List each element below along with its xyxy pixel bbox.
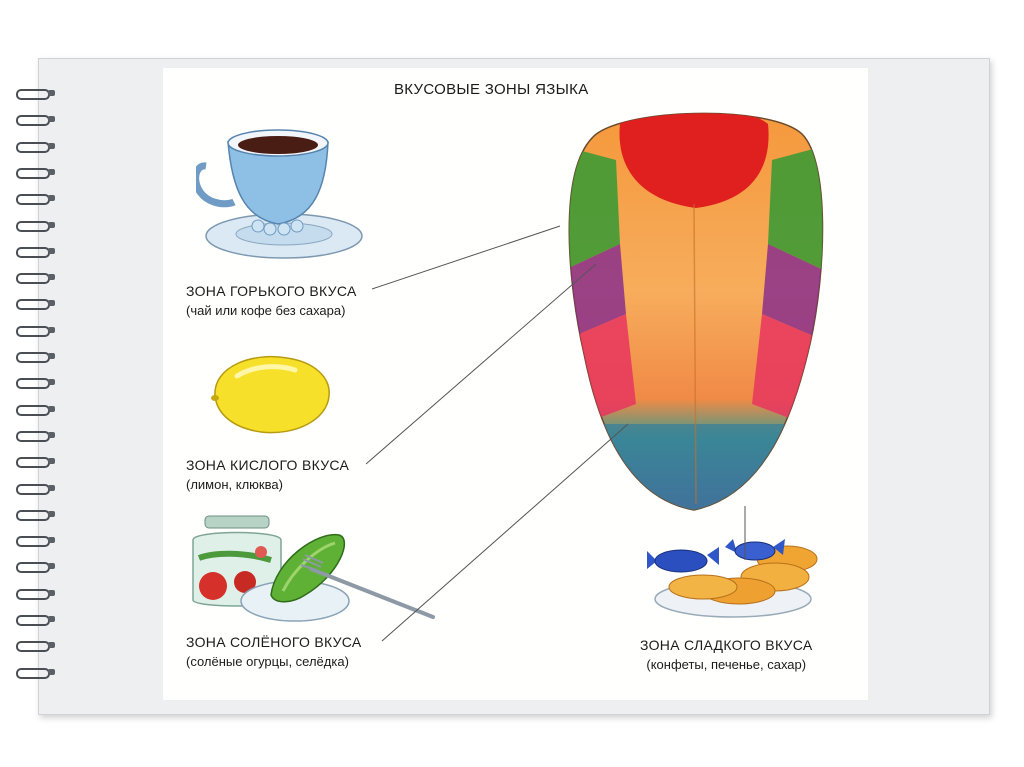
spiral-ring — [12, 377, 58, 390]
zone-salty-heading: ЗОНА СОЛЁНОГО ВКУСА — [186, 634, 362, 650]
zone-bitter-examples: (чай или кофе без сахара) — [186, 303, 346, 318]
ring-hole — [48, 353, 55, 359]
zone-sweet-heading: ЗОНА СЛАДКОГО ВКУСА — [640, 637, 813, 653]
spiral-ring — [12, 298, 58, 311]
ring-hole — [48, 563, 55, 570]
ring-hole — [48, 326, 55, 333]
zone-sweet-examples: (конфеты, печенье, сахар) — [646, 657, 807, 672]
ring-hole — [48, 221, 55, 228]
zone-sour-examples: (лимон, клюква) — [186, 477, 283, 492]
ring-hole — [48, 379, 55, 386]
ring-hole — [48, 484, 55, 491]
ring-hole — [48, 589, 55, 596]
spiral-ring — [12, 325, 58, 337]
spiral-ring — [12, 640, 58, 653]
spiral-ring — [12, 246, 58, 258]
ring-hole — [48, 668, 55, 675]
ring-hole — [48, 537, 55, 544]
ring-hole — [48, 168, 55, 175]
ring-hole — [48, 431, 55, 438]
ring-hole — [48, 510, 55, 517]
spiral-ring — [12, 588, 58, 600]
ring-hole — [48, 274, 55, 281]
ring-hole — [48, 116, 55, 123]
spiral-ring — [12, 509, 58, 521]
zone-bitter-heading: ЗОНА ГОРЬКОГО ВКУСА — [186, 283, 357, 299]
zone-sour-label: ЗОНА КИСЛОГО ВКУСА (лимон, клюква) — [186, 457, 349, 492]
spiral-ring — [12, 167, 58, 179]
zone-sour-heading: ЗОНА КИСЛОГО ВКУСА — [186, 457, 350, 473]
spiral-ring — [12, 141, 58, 153]
zone-salty-label: ЗОНА СОЛЁНОГО ВКУСА (солёные огурцы, сел… — [186, 634, 362, 669]
zone-bitter-label: ЗОНА ГОРЬКОГО ВКУСА (чай или кофе без са… — [186, 283, 357, 318]
spiral-ring — [12, 193, 58, 206]
spiral-binding — [12, 88, 62, 688]
tongue-illustration — [568, 112, 824, 511]
spiral-ring — [12, 88, 58, 100]
spiral-ring — [12, 351, 58, 363]
ring-hole — [48, 458, 55, 465]
spiral-ring — [12, 614, 58, 626]
spiral-ring — [12, 667, 58, 679]
ring-hole — [48, 195, 55, 202]
teacup-icon — [196, 129, 363, 259]
ring-hole — [48, 616, 55, 622]
spiral-ring — [12, 483, 58, 495]
spiral-ring — [12, 272, 58, 285]
ring-hole — [48, 300, 55, 307]
ring-hole — [48, 247, 55, 254]
ring-hole — [48, 142, 55, 149]
spiral-ring — [12, 220, 58, 232]
spiral-ring — [12, 114, 58, 127]
spiral-ring — [12, 430, 58, 442]
candy-plate-icon — [647, 539, 818, 618]
ring-hole — [48, 405, 55, 412]
ring-hole — [48, 90, 55, 96]
zone-sweet-label: ЗОНА СЛАДКОГО ВКУСА (конфеты, печенье, с… — [640, 637, 813, 672]
zone-salty-examples: (солёные огурцы, селёдка) — [186, 654, 349, 669]
spiral-ring — [12, 456, 58, 469]
spiral-ring — [12, 535, 58, 548]
spiral-ring — [12, 404, 58, 416]
ring-hole — [48, 642, 55, 649]
spiral-ring — [12, 561, 58, 574]
lemon-icon — [211, 355, 330, 434]
cucumber-plate-icon — [240, 533, 435, 622]
diagram-title: ВКУСОВЫЕ ЗОНЫ ЯЗЫКА — [394, 81, 589, 98]
